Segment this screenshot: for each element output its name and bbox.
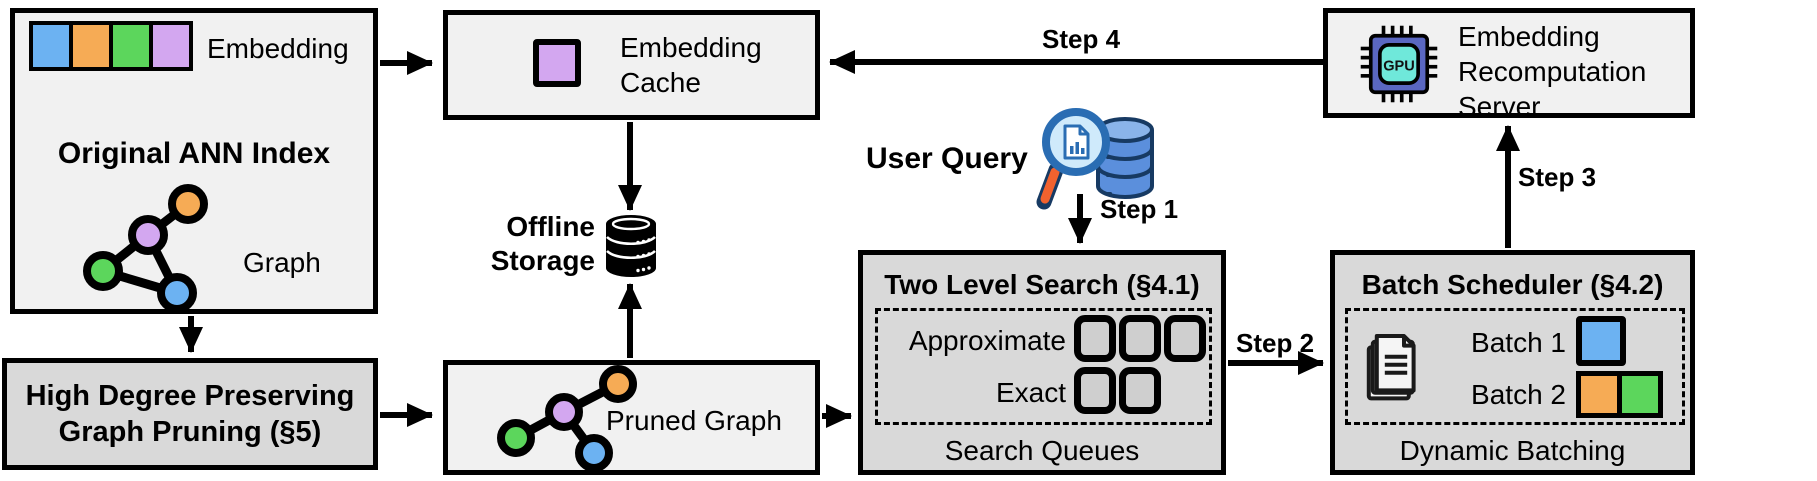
offline-storage-label: Offline Storage (455, 210, 595, 277)
graph-label: Graph (243, 247, 321, 278)
batch2-embedding-green (1622, 376, 1658, 413)
batch-scheduler-box: Batch Scheduler (§4.2) Batch 1 Batch 2 (1330, 250, 1695, 475)
query-database (1096, 117, 1154, 199)
pruned-node-orange (599, 365, 637, 403)
graph-node-blue (157, 273, 197, 311)
exact-label: Exact (995, 377, 1066, 408)
pruned-node-green (497, 419, 535, 457)
pruned-graph-box: Pruned Graph (443, 360, 820, 475)
dynamic-batching-region: Batch 1 Batch 2 (1345, 308, 1685, 425)
pruned-node-blue (575, 434, 613, 470)
dynamic-batching-caption: Dynamic Batching (1399, 435, 1626, 466)
two-level-search-title: Two Level Search (§4.1) (884, 269, 1200, 300)
cached-embedding-icon (533, 39, 581, 87)
embedding-cache-label-line2: Cache (620, 67, 701, 98)
recomputation-server-box: GPU Embedding Recomputation Server (1323, 8, 1695, 122)
server-label-line2: Recomputation (1458, 56, 1647, 87)
graph-node-green (83, 251, 123, 291)
server-label-line3: Server (1458, 91, 1541, 122)
search-queues-caption: Search Queues (944, 435, 1140, 466)
embedding-cell-orange (73, 25, 109, 67)
graph-node-purple (128, 215, 168, 255)
batch-scheduler-title: Batch Scheduler (§4.2) (1361, 269, 1664, 300)
graph-pruning-title-line2: Graph Pruning (§5) (58, 416, 322, 448)
batch1-label: Batch 1 (1471, 327, 1566, 358)
embedding-cache-label-line1: Embedding (620, 32, 762, 63)
offline-storage-label-line2: Storage (490, 244, 595, 276)
graph-node-orange (168, 184, 208, 224)
embedding-cell-purple (153, 25, 189, 67)
original-ann-index-box: Embedding Original ANN Index Gra (10, 8, 378, 314)
gpu-icon: GPU (1360, 25, 1438, 103)
step4-label: Step 4 (1042, 24, 1121, 54)
step2-label: Step 2 (1236, 328, 1315, 358)
embedding-label: Embedding (207, 33, 349, 64)
original-ann-index-title: Original ANN Index (57, 137, 331, 170)
batch2-label: Batch 2 (1471, 379, 1566, 410)
search-queues-region: Approximate Exact (875, 308, 1212, 425)
batch1-embedding-blue (1576, 316, 1626, 366)
graph-pruning-title-line1: High Degree Preserving (25, 379, 355, 412)
batch2-embedding-orange (1581, 376, 1617, 413)
step3-label: Step 3 (1518, 162, 1597, 192)
step1-label: Step 1 (1100, 194, 1179, 224)
graph-pruning-box: High Degree Preserving Graph Pruning (§5… (2, 358, 378, 470)
approximate-label: Approximate (908, 325, 1066, 356)
queue-slot (1074, 367, 1116, 414)
approximate-queues (1074, 315, 1206, 362)
embedding-cache-box: Embedding Cache (443, 10, 820, 120)
queue-slot (1119, 367, 1161, 414)
offline-storage-icon (606, 215, 656, 277)
offline-storage-label-line1: Offline (506, 211, 595, 242)
documents-icon (1366, 334, 1416, 401)
batch2-embeddings (1576, 371, 1663, 418)
queue-slot (1164, 315, 1206, 362)
gpu-icon-text: GPU (1383, 58, 1415, 74)
embedding-vector-icon (29, 21, 193, 71)
pruned-graph-icon (497, 365, 637, 470)
original-graph-icon (83, 184, 208, 311)
query-magnifier (1036, 108, 1110, 210)
pruned-node-purple (545, 393, 583, 431)
pruned-graph-label: Pruned Graph (606, 405, 782, 436)
server-label-line1: Embedding (1458, 21, 1600, 52)
queue-slot (1074, 315, 1116, 362)
embedding-cell-blue (33, 25, 69, 67)
embedding-cell-green (113, 25, 149, 67)
exact-queues (1074, 367, 1161, 414)
queue-slot (1119, 315, 1161, 362)
user-query-label: User Query (866, 142, 1028, 175)
user-query-icon (1036, 108, 1154, 210)
two-level-search-box: Two Level Search (§4.1) Approximate Exac… (858, 250, 1226, 475)
